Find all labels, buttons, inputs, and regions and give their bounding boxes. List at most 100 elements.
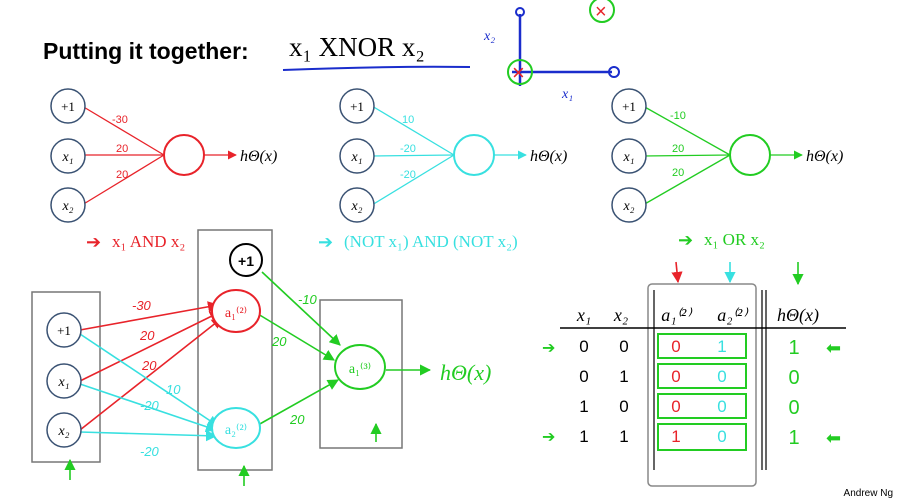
table-row-marker: ➔ <box>542 340 555 357</box>
table-header: x₁ <box>576 305 591 325</box>
caption-nor: (NOT x₁) AND (NOT x₂) <box>344 232 518 251</box>
output-layer-box <box>319 299 403 449</box>
weight-label: 20 <box>116 143 128 155</box>
weight-label: -20 <box>140 444 160 459</box>
title-expression: x₁ XNOR x₂ <box>289 32 425 62</box>
input-node-bias <box>339 88 375 124</box>
table-cell: 0 <box>717 427 726 446</box>
weight-label: 20 <box>672 167 684 179</box>
weight-label: 20 <box>271 334 287 349</box>
hidden-columns-box <box>647 283 757 487</box>
input-node-x1 <box>50 138 86 174</box>
input-node-x2 <box>339 187 375 223</box>
table-cell: 0 <box>619 337 628 356</box>
axes-sketch: × × x₂ x₁ <box>483 0 620 102</box>
network-nor: +1 x₁ x₂ 10 -20 -20 hΘ(x) <box>339 88 567 223</box>
network-and: +1 x₁ x₂ -30 20 20 hΘ(x) <box>50 88 277 223</box>
table-cell: 1 <box>619 427 628 446</box>
hidden-bias-label: +1 <box>238 253 254 269</box>
table-cell: 0 <box>671 337 680 356</box>
input-label-x2: x₂ <box>61 199 73 214</box>
input-node-x1 <box>46 363 82 399</box>
input-node-x1 <box>339 138 375 174</box>
input-label-bias: +1 <box>622 99 636 114</box>
input-label-x1: x₁ <box>61 150 73 165</box>
hidden-layer-box <box>197 229 273 471</box>
caption-and: x₁ AND x₂ <box>112 232 185 251</box>
axis-mark-origin-x: × <box>512 60 525 85</box>
weight-label: 10 <box>402 114 414 126</box>
output-unit-label: a₁⁽³⁾ <box>349 362 371 377</box>
table-header: a₂⁽²⁾ <box>717 305 748 325</box>
input-label-x2: x₂ <box>57 424 69 439</box>
axis-mark-corner-x: × <box>595 1 607 23</box>
input-node-x1 <box>611 138 647 174</box>
hidden-bias-node <box>229 243 263 277</box>
weight-label: -10 <box>670 110 686 122</box>
caption-arrow: ➔ <box>678 230 693 250</box>
input-label-x2: x₂ <box>622 199 634 214</box>
caption-arrow: ➔ <box>318 232 333 252</box>
input-node-x2 <box>46 412 82 448</box>
truth-table: x₁ x₂ a₁⁽²⁾ a₂⁽²⁾ hΘ(x) ➔ 0 0 0 1 1 ⬅ 0 … <box>542 261 846 487</box>
caption-or: x₁ OR x₂ <box>704 230 765 249</box>
table-cell: 0 <box>671 397 680 416</box>
weight-label: 20 <box>116 169 128 181</box>
table-header: hΘ(x) <box>777 305 819 326</box>
input-node-x2 <box>611 187 647 223</box>
table-cell: 1 <box>788 337 799 359</box>
table-cell: 0 <box>717 367 726 386</box>
table-header: a₁⁽²⁾ <box>661 305 692 325</box>
hidden-unit-a2 <box>211 407 261 449</box>
hidden-unit-a1-label: a₁⁽²⁾ <box>225 306 247 321</box>
weight-label: -20 <box>400 143 416 155</box>
weight-label: 20 <box>141 358 157 373</box>
table-cell: 0 <box>788 397 799 419</box>
weight-label: -30 <box>112 114 128 126</box>
input-label-x1: x₁ <box>350 150 362 165</box>
combined-network: +1 x₁ x₂ +1 a₁⁽²⁾ a₂⁽²⁾ a₁⁽³⁾ hΘ(x) -30 … <box>31 229 491 486</box>
output-label: hΘ(x) <box>530 148 567 165</box>
weight-label: -10 <box>298 292 318 307</box>
weight-label: -20 <box>400 169 416 181</box>
input-node-bias <box>50 88 86 124</box>
table-cell: 0 <box>579 367 588 386</box>
hidden-unit-a2-label: a₂⁽²⁾ <box>225 423 247 438</box>
caption-arrow: ➔ <box>86 232 101 252</box>
table-cell: 1 <box>579 427 588 446</box>
output-node <box>453 134 495 176</box>
output-label: hΘ(x) <box>806 148 843 165</box>
table-row-marker: ➔ <box>542 429 555 446</box>
weight-label: 10 <box>166 382 181 397</box>
table-cell: 1 <box>619 367 628 386</box>
input-label-bias: +1 <box>57 323 71 338</box>
hidden-unit-a1 <box>211 289 261 333</box>
table-cell: 0 <box>671 367 680 386</box>
network-or: +1 x₁ x₂ -10 20 20 hΘ(x) <box>611 88 843 223</box>
output-node <box>729 134 771 176</box>
table-cell: 0 <box>717 397 726 416</box>
input-label-x2: x₂ <box>350 199 362 214</box>
table-header: x₂ <box>613 305 628 325</box>
table-cell: 1 <box>717 337 726 356</box>
table-cell: 0 <box>788 367 799 389</box>
slide-title: Putting it together: <box>43 38 249 64</box>
input-label-x1: x₁ <box>622 150 634 165</box>
weight-label: 20 <box>672 143 684 155</box>
combined-output-label: hΘ(x) <box>440 360 491 385</box>
input-label-bias: +1 <box>350 99 364 114</box>
weight-label: 20 <box>139 328 155 343</box>
table-row-marker: ⬅ <box>826 338 841 358</box>
table-cell: 1 <box>671 427 680 446</box>
input-label-bias: +1 <box>61 99 75 114</box>
output-label: hΘ(x) <box>240 148 277 165</box>
table-cell: 0 <box>579 337 588 356</box>
weight-label: -30 <box>132 298 152 313</box>
title-underline <box>282 65 471 71</box>
footer-credit: Andrew Ng <box>843 488 893 499</box>
table-cell: 0 <box>619 397 628 416</box>
output-node <box>163 134 205 176</box>
axis-label-x2: x₂ <box>483 29 495 44</box>
input-label-x1: x₁ <box>57 375 69 390</box>
